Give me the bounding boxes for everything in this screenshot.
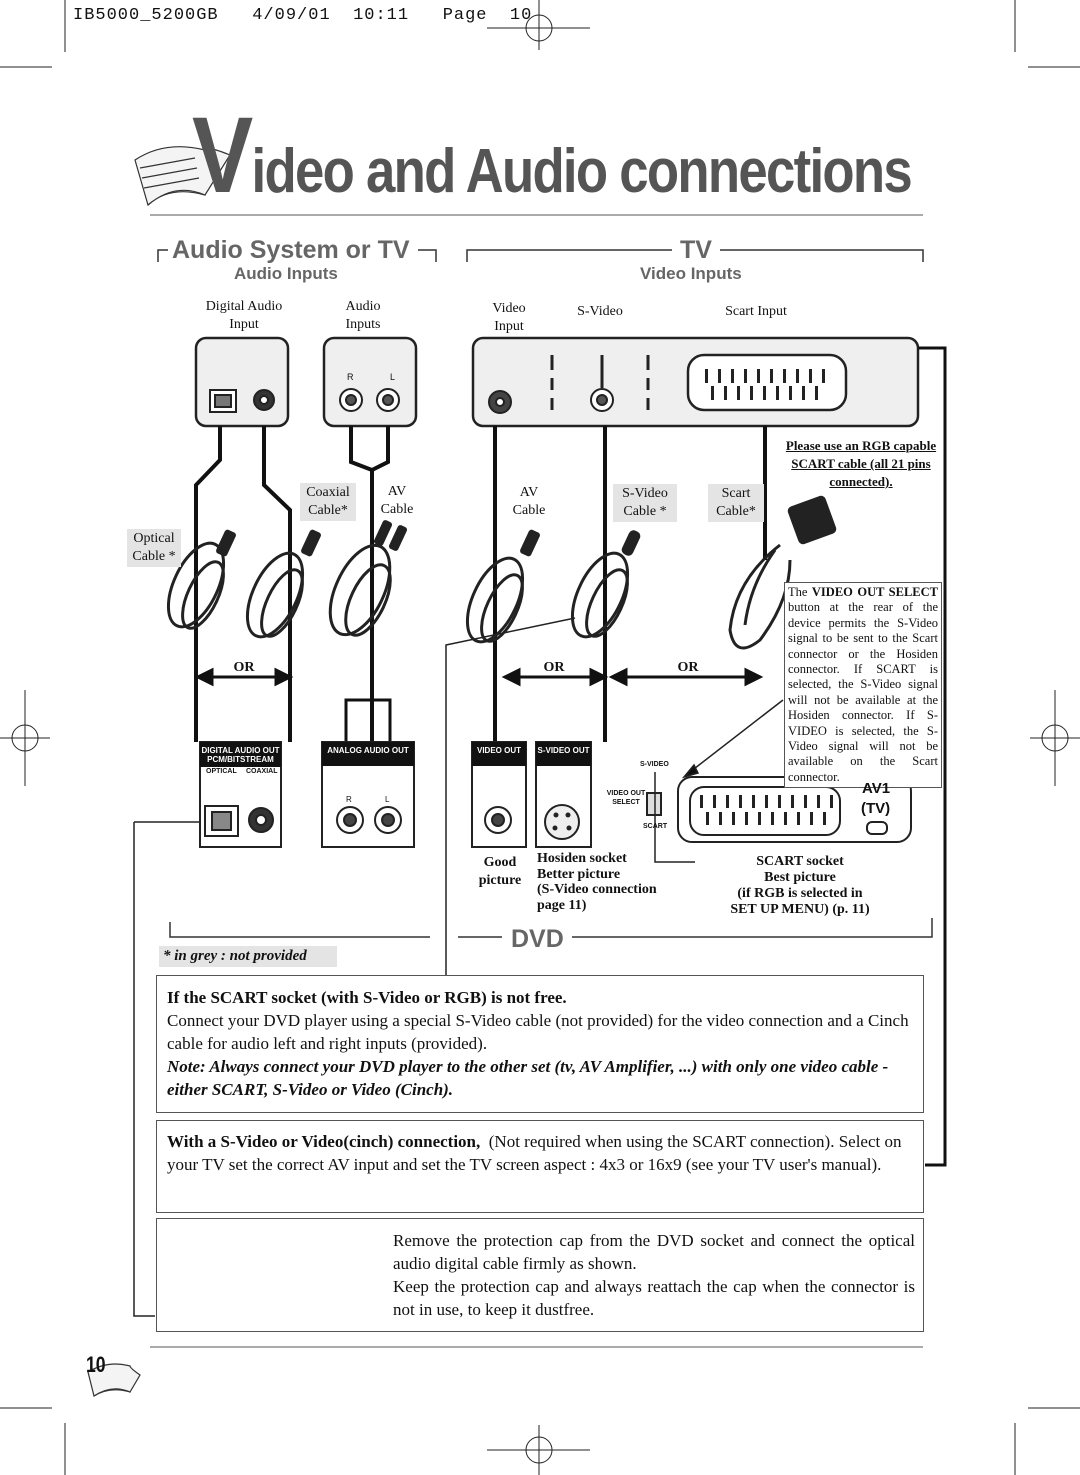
- protection-cap-box: Remove the protection cap from the DVD s…: [156, 1218, 924, 1332]
- video-input-label: Video Input: [492, 301, 526, 334]
- not-provided-note: * in grey : not provided: [159, 946, 337, 967]
- or-label-1: OR: [233, 660, 255, 675]
- title-rest: ideo and Audio connections: [251, 137, 913, 206]
- or-label-2: OR: [543, 660, 565, 675]
- digital-audio-input-label: Digital Audio Input: [205, 299, 283, 332]
- dvd-section-title: DVD: [511, 925, 564, 953]
- tv-section-title: TV: [680, 236, 712, 264]
- s-video-label: S-Video: [577, 304, 623, 319]
- vos-prefix: The: [788, 585, 808, 599]
- s-video-small-label: S-VIDEO: [640, 761, 669, 768]
- header-date: 4/09/01: [252, 6, 331, 25]
- video-out-select-note: The VIDEO OUT SELECT button at the rear …: [784, 582, 942, 789]
- or-label-3: OR: [677, 660, 699, 675]
- coaxial-label: COAXIAL: [246, 768, 278, 775]
- l-label: L: [390, 372, 396, 382]
- scart-caption: SCART socket Best picture (if RGB is sel…: [720, 854, 880, 918]
- box3-text: Remove the protection cap from the DVD s…: [393, 1229, 915, 1321]
- vos-text: button at the rear of the device permits…: [788, 600, 938, 784]
- svideo-connection-box: With a S-Video or Video(cinch) connectio…: [156, 1120, 924, 1213]
- page-title: Video and Audio connections: [192, 92, 913, 217]
- book-icon: [134, 146, 231, 207]
- title-first-letter: V: [192, 94, 253, 215]
- box1-heading: If the SCART socket (with S-Video or RGB…: [167, 988, 567, 1007]
- av1-label: AV1: [862, 780, 891, 797]
- header-page-label: Page: [442, 6, 488, 25]
- print-header: IB5000_5200GB 4/09/01 10:11 Page 10: [73, 6, 532, 25]
- box3-text2: Keep the protection cap and always reatt…: [393, 1277, 915, 1319]
- s-video-cable-label: S-Video Cable *: [613, 484, 677, 522]
- hosiden-socket-label: Hosiden socket: [537, 851, 627, 866]
- audio-inputs-label: Audio Inputs: [345, 299, 381, 332]
- av-cable-label-2: AV Cable: [512, 485, 546, 518]
- r-label: R: [347, 372, 354, 382]
- coaxial-cable-label: Coaxial Cable*: [300, 483, 356, 521]
- video-inputs-subtitle: Video Inputs: [640, 264, 742, 283]
- l-label-dvd: L: [385, 795, 390, 804]
- box2-text2: connection). Select on your TV set the c…: [167, 1132, 902, 1174]
- video-out-select-switch-label[interactable]: VIDEO OUT SELECT: [606, 790, 646, 806]
- audio-inputs-subtitle: Audio Inputs: [234, 264, 338, 283]
- scart-plug-icon: [866, 821, 888, 835]
- header-time: 10:11: [353, 6, 410, 25]
- digital-audio-out-tag: DIGITAL AUDIO OUT PCM/BITSTREAM: [200, 742, 281, 767]
- hosiden-caption: Hosiden socket Better picture (S-Video c…: [537, 851, 667, 913]
- scart-socket-label: SCART socket: [756, 854, 844, 869]
- vos-bold: VIDEO OUT SELECT: [811, 585, 939, 599]
- rgb-note: Please use an RGB capable SCART cable (a…: [785, 438, 937, 489]
- best-picture-label: Best picture: [764, 870, 836, 885]
- box1-note: Note: Always connect your DVD player to …: [167, 1057, 889, 1099]
- optical-cable-label: Optical Cable *: [127, 529, 181, 567]
- good-picture-label: Good picture: [478, 855, 522, 888]
- r-label-dvd: R: [346, 795, 352, 804]
- s-video-out-tag: S-VIDEO OUT: [536, 742, 591, 766]
- page-number: 10: [86, 1352, 106, 1377]
- if-rgb-label: (if RGB is selected in: [737, 886, 863, 901]
- analog-audio-out-tag: ANALOG AUDIO OUT: [322, 742, 414, 766]
- svideo-connection-label: (S-Video connection page 11): [537, 882, 657, 913]
- av-cable-label: AV Cable: [380, 484, 414, 517]
- tv-paren-label: (TV): [861, 800, 891, 817]
- scart-small-label: SCART: [643, 823, 668, 830]
- video-out-tag: VIDEO OUT: [472, 742, 526, 766]
- box2-text1: (Not required when using the SCART: [488, 1132, 746, 1151]
- setup-menu-label: SET UP MENU) (p. 11): [730, 902, 870, 917]
- optical-label: OPTICAL: [206, 768, 237, 775]
- audio-section-title: Audio System or TV: [172, 236, 410, 264]
- box3-text1: Remove the protection cap from the DVD s…: [393, 1231, 915, 1273]
- header-file: IB5000_5200GB: [73, 6, 219, 25]
- box2-heading: With a S-Video or Video(cinch) connectio…: [167, 1132, 481, 1151]
- box1-text: Connect your DVD player using a special …: [167, 1011, 909, 1053]
- better-picture-label: Better picture: [537, 866, 621, 882]
- scart-input-label: Scart Input: [725, 304, 787, 319]
- scart-not-free-box: If the SCART socket (with S-Video or RGB…: [156, 975, 924, 1113]
- scart-cable-label: Scart Cable*: [708, 484, 764, 522]
- header-page-no: 10: [509, 6, 533, 25]
